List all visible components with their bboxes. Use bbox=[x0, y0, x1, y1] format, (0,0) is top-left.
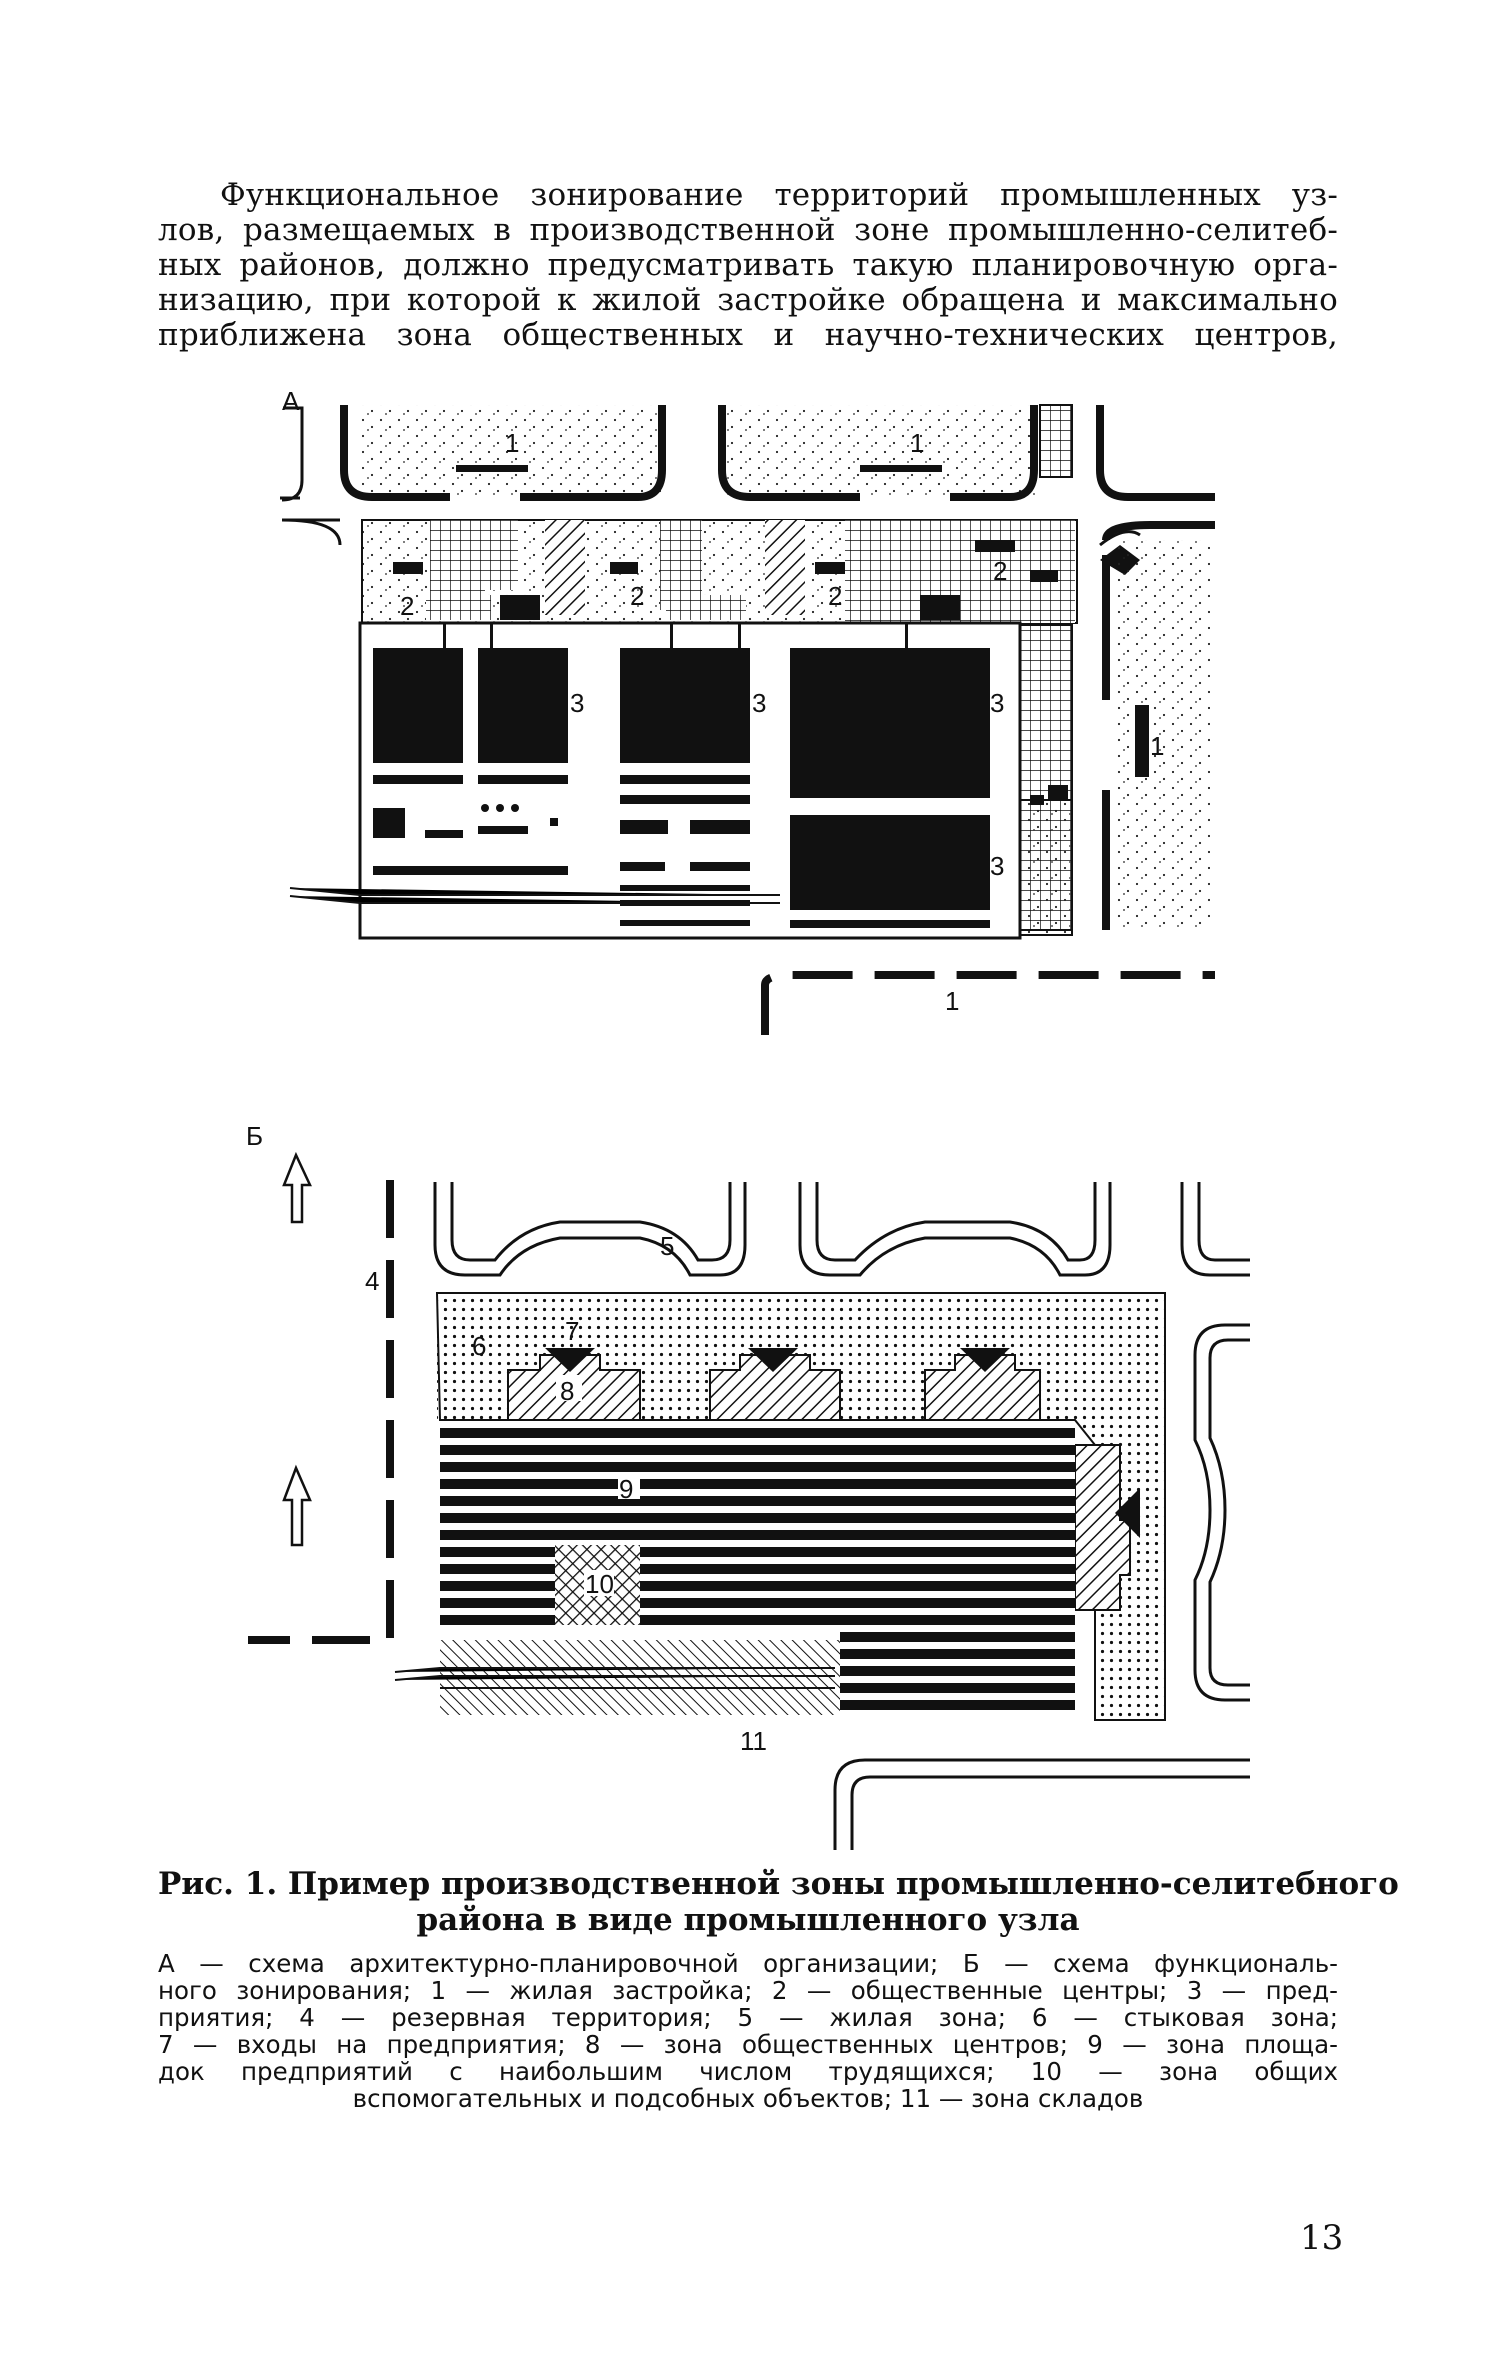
centers-zone bbox=[924, 1354, 1041, 1421]
residential-zone bbox=[433, 1182, 747, 1277]
intro-line: лов, размещаемых в производственной зоне… bbox=[158, 212, 1338, 248]
label-8-centers: 8 bbox=[560, 1376, 574, 1406]
arrow-up-icon bbox=[282, 1151, 312, 1224]
label-1-residential: 1 bbox=[505, 428, 519, 458]
label-6-docking: 6 bbox=[472, 1331, 486, 1361]
label-3-enterprise: 3 bbox=[990, 851, 1004, 881]
label-10-auxiliary: 10 bbox=[585, 1569, 614, 1599]
figure-legend: А — схема архитектурно-планировочной орг… bbox=[158, 1950, 1338, 2112]
enterprise-block bbox=[790, 815, 990, 910]
platforms-zone bbox=[440, 1428, 1075, 1625]
scheme-b-letter: Б bbox=[246, 1121, 263, 1151]
label-7-entries: 7 bbox=[565, 1316, 579, 1346]
intro-line: низацию, при которой к жилой застройке о… bbox=[158, 282, 1338, 318]
label-5-residential: 5 bbox=[660, 1231, 674, 1261]
scheme-a: А 1 1 bbox=[280, 386, 1215, 1035]
intro-line: приближена зона общественных и научно-те… bbox=[158, 317, 1338, 353]
label-1-residential: 1 bbox=[1150, 731, 1164, 761]
entry-triangle bbox=[960, 1348, 1010, 1372]
legend-line: док предприятий с наибольшим числом труд… bbox=[158, 2057, 1338, 2086]
enterprise-block bbox=[790, 648, 990, 798]
label-4-reserve: 4 bbox=[365, 1266, 379, 1296]
enterprise-block bbox=[620, 648, 750, 763]
label-1-residential: 1 bbox=[910, 428, 924, 458]
centers-zone bbox=[709, 1354, 841, 1421]
intro-line: Функциональное зонирование территорий пр… bbox=[220, 177, 1338, 213]
figure-caption-title: Рис. 1. Пример производственной зоны про… bbox=[158, 1866, 1399, 1938]
legend-line: А — схема архитектурно-планировочной орг… bbox=[158, 1949, 1338, 1978]
enterprise-block bbox=[478, 648, 568, 763]
centers-zone bbox=[1074, 1444, 1131, 1611]
label-11-warehouses: 11 bbox=[740, 1726, 767, 1756]
legend-line: вспомогательных и подсобных объектов; 11… bbox=[352, 2084, 1144, 2113]
arrow-up-icon bbox=[282, 1464, 312, 1547]
entry-triangle bbox=[545, 1348, 595, 1372]
intro-line: ных районов, должно предусматривать таку… bbox=[158, 247, 1338, 283]
enterprise-block bbox=[373, 648, 463, 763]
legend-line: 7 — входы на предприятия; 8 — зона общес… bbox=[158, 2030, 1338, 2059]
label-1-residential: 1 bbox=[945, 986, 959, 1016]
label-3-enterprise: 3 bbox=[990, 688, 1004, 718]
page-number: 13 bbox=[1300, 2218, 1344, 2258]
intro-paragraph: Функциональное зонирование территорий пр… bbox=[158, 178, 1338, 353]
label-3-enterprise: 3 bbox=[570, 688, 584, 718]
caption-title-line: Рис. 1. Пример производственной зоны про… bbox=[158, 1866, 1399, 1902]
label-3-enterprise: 3 bbox=[752, 688, 766, 718]
label-2-centers: 2 bbox=[993, 556, 1007, 586]
entry-triangle bbox=[1115, 1488, 1140, 1538]
legend-line: ного зонирования; 1 — жилая застройка; 2… bbox=[158, 1976, 1338, 2005]
residential-block bbox=[726, 405, 1036, 497]
reserve-line bbox=[248, 1180, 394, 1644]
scheme-b: Б 4 5 6 bbox=[246, 1121, 1250, 1850]
scheme-a-letter: А bbox=[282, 386, 300, 416]
street-line bbox=[281, 406, 304, 502]
entry-triangle bbox=[748, 1348, 798, 1372]
label-9-platforms: 9 bbox=[619, 1474, 633, 1504]
label-2-centers: 2 bbox=[828, 581, 842, 611]
label-2-centers: 2 bbox=[400, 591, 414, 621]
residential-block bbox=[362, 405, 664, 497]
legend-line: приятия; 4 — резервная территория; 5 — ж… bbox=[158, 2003, 1338, 2032]
caption-title-line: района в виде промышленного узла bbox=[416, 1902, 1080, 1938]
label-2-centers: 2 bbox=[630, 581, 644, 611]
